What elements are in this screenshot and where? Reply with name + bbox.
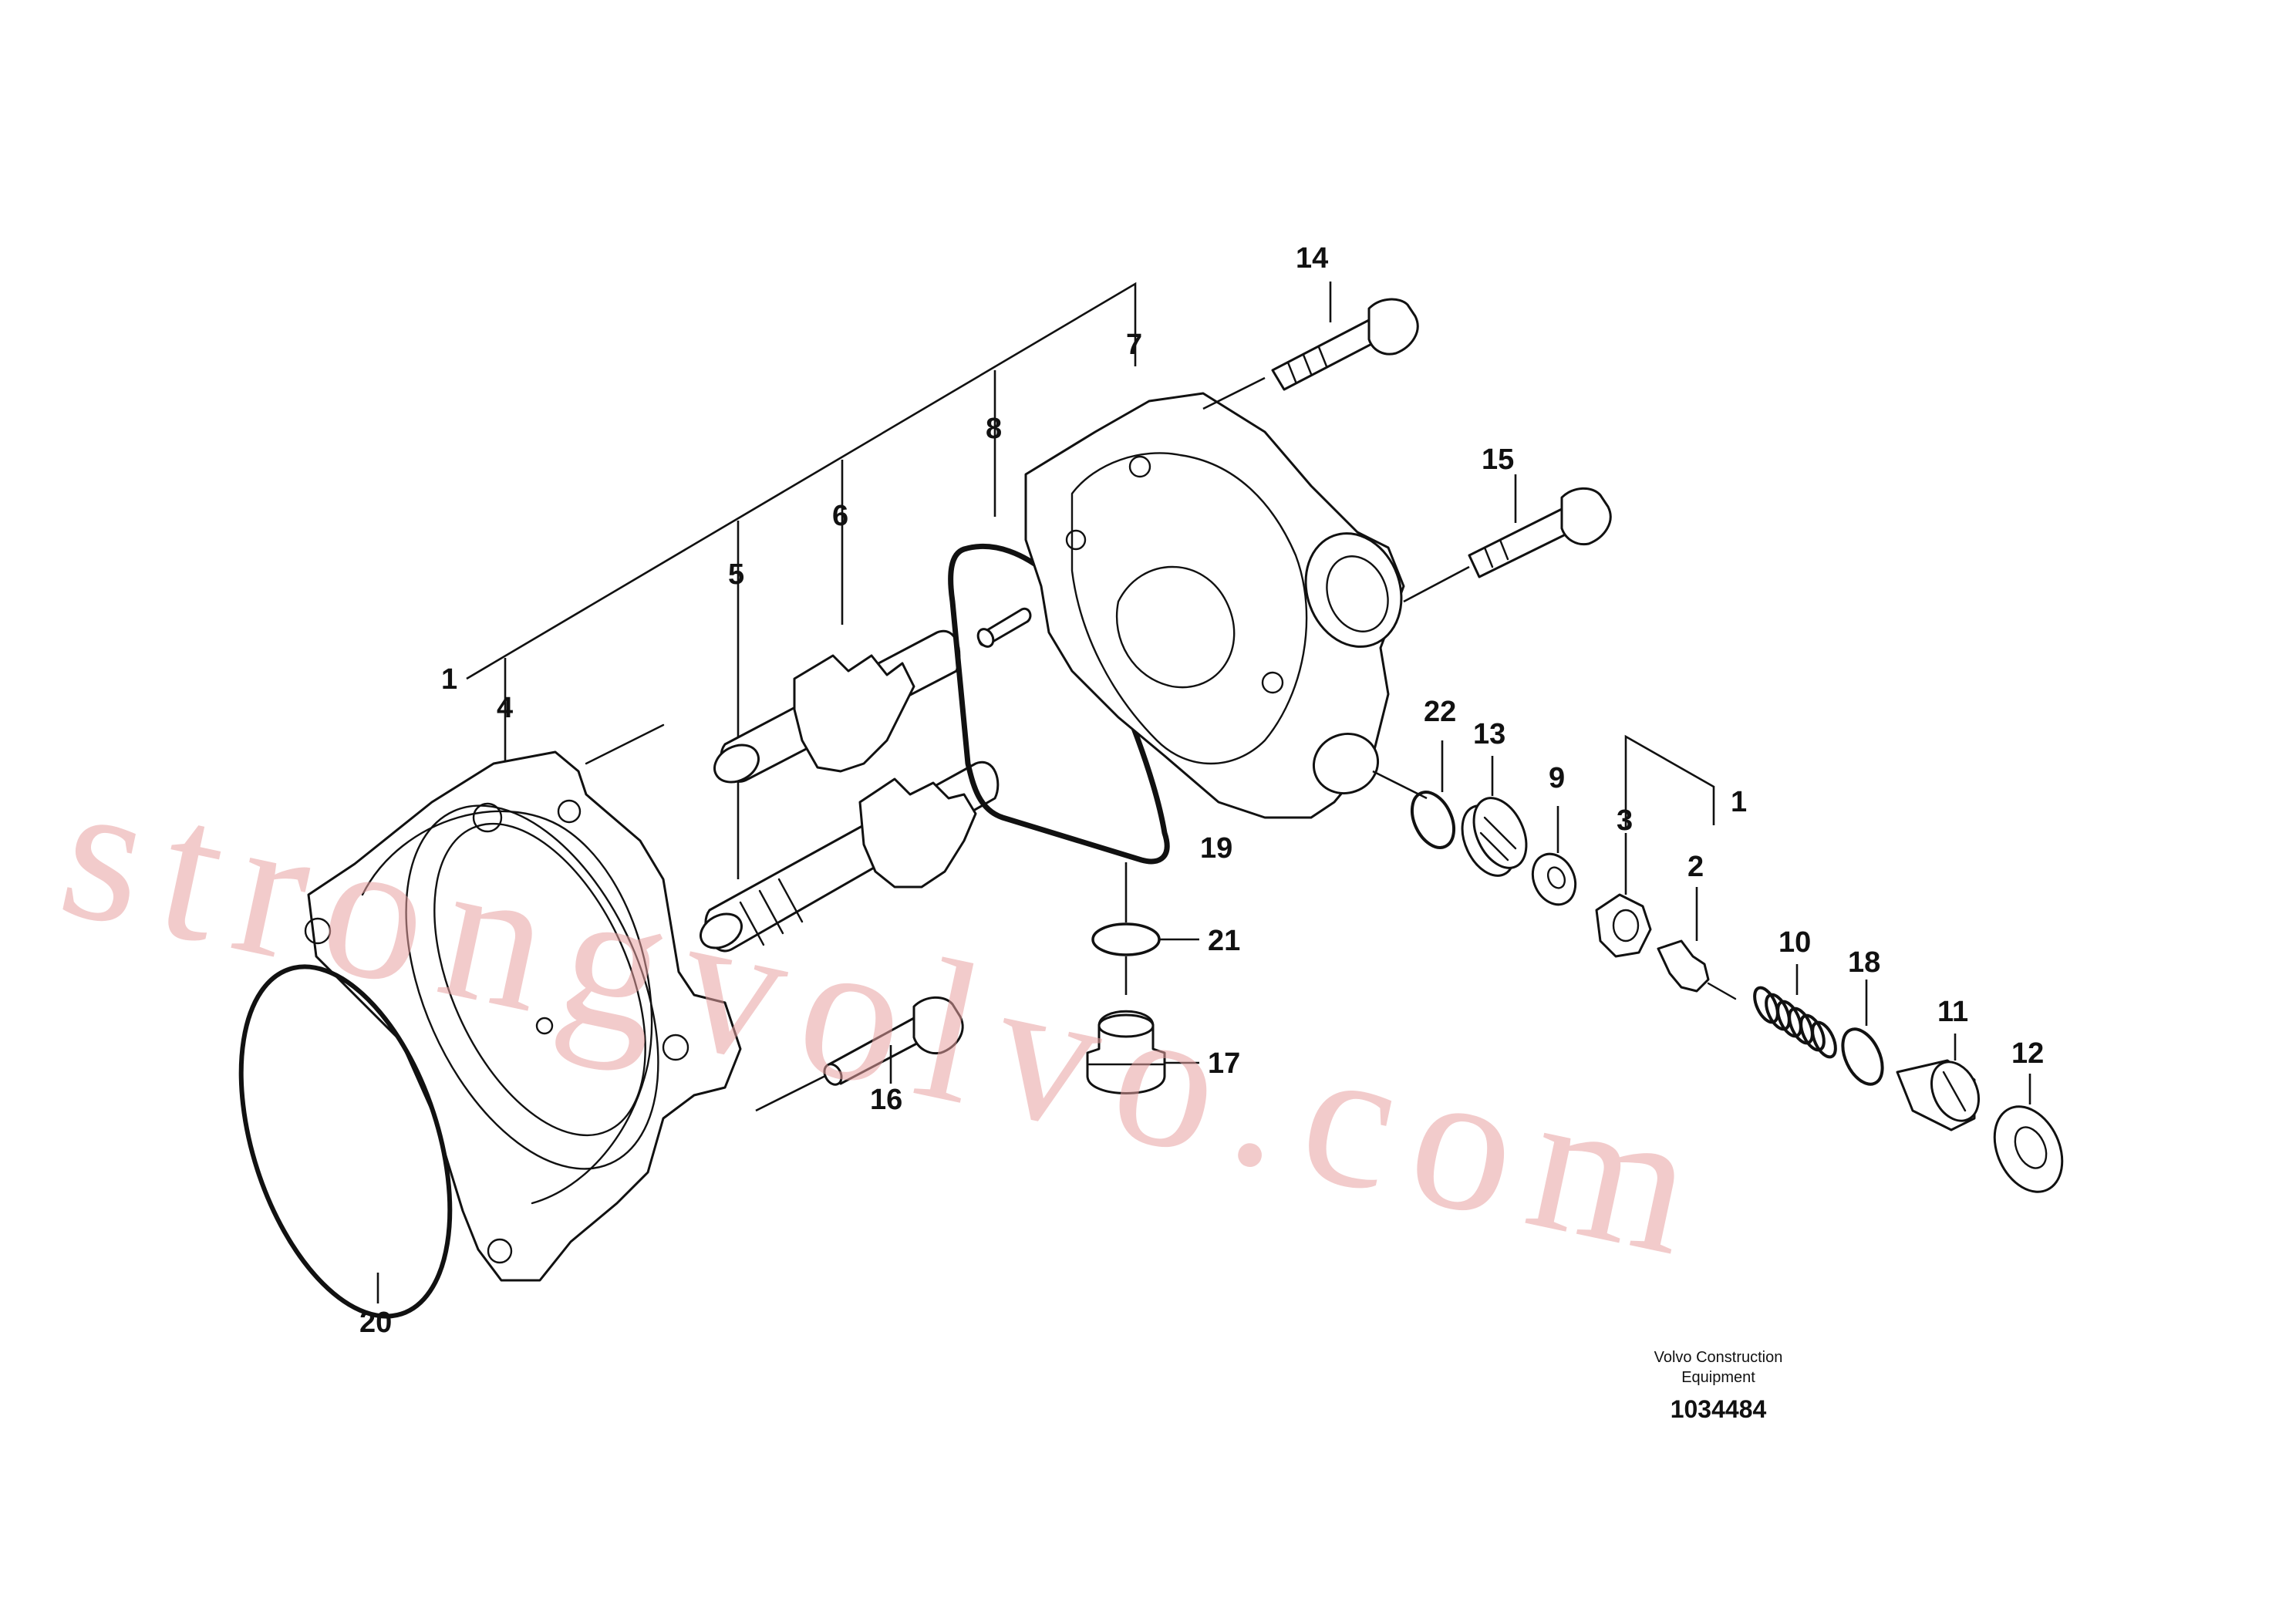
figure-caption: Volvo Construction Equipment 1034484 (1654, 1349, 1783, 1423)
assembly-bracket (466, 282, 1137, 879)
callout-1: 1 (441, 663, 457, 696)
relief-valve-parts (1372, 734, 2064, 1193)
callout-18: 18 (1848, 946, 1880, 979)
pump-housing (304, 723, 742, 1282)
callout-10: 10 (1778, 926, 1811, 959)
callout-20: 20 (359, 1307, 392, 1339)
pump-cover (976, 392, 1405, 819)
callout-14: 14 (1296, 242, 1328, 275)
bolt-15 (1403, 474, 1612, 603)
maker-line-2: Equipment (1681, 1369, 1755, 1386)
callout-7: 7 (1126, 329, 1142, 361)
figure-number: 1034484 (1671, 1395, 1767, 1423)
plug-17 (1086, 1010, 1199, 1094)
maker-line-1: Volvo Construction (1654, 1349, 1783, 1366)
callout-16: 16 (870, 1084, 902, 1116)
callout-15: 15 (1482, 443, 1514, 476)
callout-8: 8 (986, 413, 1002, 445)
callout-3: 3 (1617, 804, 1633, 837)
callout-19: 19 (1200, 832, 1232, 865)
callout-17: 17 (1208, 1047, 1240, 1080)
callout-22: 22 (1424, 696, 1456, 728)
callout-4: 4 (497, 692, 513, 724)
o-ring-21 (1091, 862, 1199, 995)
callout-1-valve: 1 (1731, 786, 1747, 818)
callout-6: 6 (832, 500, 848, 532)
callout-9: 9 (1549, 762, 1565, 794)
o-ring-20 (238, 964, 453, 1319)
gear-shafts (700, 629, 1000, 953)
callout-5: 5 (728, 558, 744, 591)
callout-11: 11 (1937, 996, 1968, 1028)
bolt-14 (1202, 282, 1419, 410)
callout-21: 21 (1208, 925, 1240, 957)
callout-2: 2 (1687, 851, 1704, 883)
callout-12: 12 (2011, 1037, 2044, 1070)
bolt-16 (755, 996, 964, 1112)
callout-13: 13 (1473, 718, 1505, 750)
spring-10 (1753, 986, 1837, 1059)
callout-labels: 1 4 5 6 8 7 14 15 22 13 9 3 1 2 10 18 11… (359, 242, 2044, 1339)
